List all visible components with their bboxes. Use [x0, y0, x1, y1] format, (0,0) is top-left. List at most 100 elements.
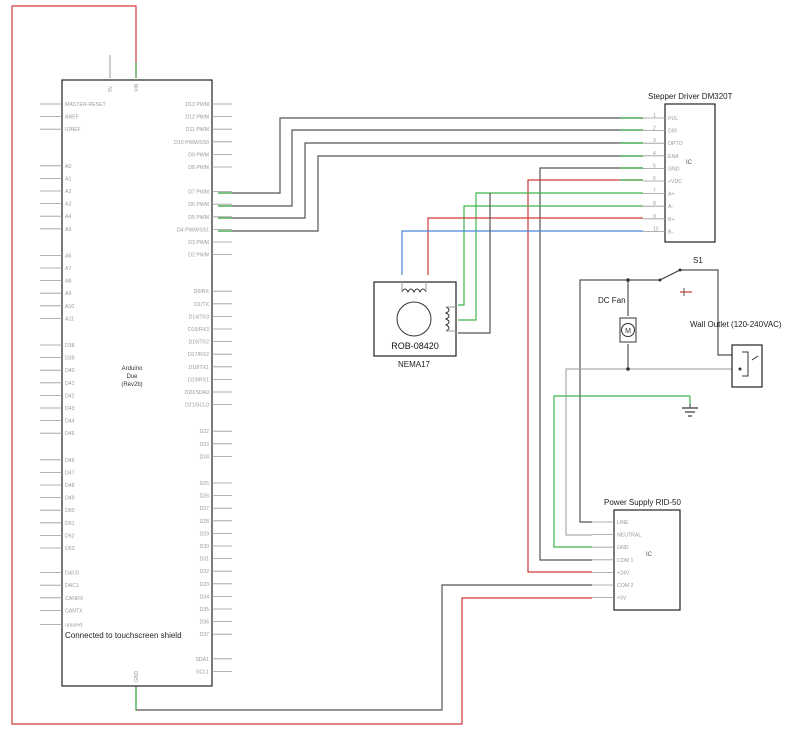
arduino-note: Connected to touchscreen shield	[65, 631, 182, 640]
switch-label: S1	[693, 256, 703, 265]
arduino-left-pin-label: D53	[65, 546, 75, 552]
arduino-top-pin-vin: VIN	[134, 83, 140, 92]
arduino-left-pin-label: A6	[65, 253, 71, 259]
driver-pin-label: A-	[668, 204, 673, 210]
ps-pin-label: GND	[617, 545, 629, 551]
arduino-right-pin-label: D14/TX3	[189, 314, 210, 320]
motor-coil-top	[401, 288, 427, 294]
arduino-left-pin-label: A10	[65, 304, 74, 310]
wires	[11, 5, 735, 725]
arduino-right-pin-label: D8 PWM	[188, 165, 209, 171]
driver-pin-label: B-	[668, 229, 673, 235]
ground-symbol	[682, 407, 698, 417]
arduino-left-pin-label: D48	[65, 483, 75, 489]
ps-pin-label: COM 1	[617, 558, 634, 564]
wall-outlet: Wall Outlet (120-240VAC)	[690, 320, 782, 388]
arduino-right-pin-label: D13 PWM	[185, 102, 209, 108]
driver-pin-label: A+	[668, 192, 675, 198]
driver-pin-number: 3	[653, 138, 656, 144]
arduino-left-pin-label: D51	[65, 521, 75, 527]
arduino-right-pin-label: D15/RX3	[188, 327, 209, 333]
wire-d4-ena	[218, 155, 643, 232]
stepper-motor: ROB-08420 NEMA17	[373, 281, 457, 369]
motor-label: ROB-08420	[391, 341, 439, 351]
ps-pin-label: +24V	[617, 570, 630, 576]
arduino-right-pin-label: D32	[199, 569, 209, 575]
driver-pin-number: 4	[653, 151, 656, 157]
driver-pin-number: 10	[653, 226, 659, 232]
arduino-left-pin-label: A7	[65, 266, 71, 272]
wire-d5-opto	[218, 142, 643, 219]
arduino-right-pin-label: D12 PWM	[185, 115, 209, 121]
driver-pin-label: ENA	[668, 154, 679, 160]
arduino-right-pin-label: D28	[199, 519, 209, 525]
arduino-top-pin-5v: 5V	[108, 85, 114, 92]
wire-motor-a-grey	[458, 193, 491, 334]
arduino-right-pin-label: SDA1	[195, 657, 209, 663]
switch-s1: S1	[658, 256, 703, 296]
arduino-right-pin-label: D23	[199, 442, 209, 448]
fan-symbol: M	[625, 328, 631, 335]
ps-pin-label: COM 2	[617, 583, 634, 589]
arduino-right-pin-label: D2 PWM	[188, 253, 209, 259]
arduino-left-pin-label: D50	[65, 508, 75, 514]
arduino-right-pin-label: D34	[199, 594, 209, 600]
arduino-left-pin-label: DAC0	[65, 571, 79, 577]
arduino-left-pin-label: unused	[65, 622, 82, 628]
arduino-right-pin-label: SCL1	[196, 669, 209, 675]
motor-name: NEMA17	[398, 360, 431, 369]
arduino-left-pin-label: A9	[65, 291, 71, 297]
arduino-right-pin-label: D22	[199, 429, 209, 435]
arduino-right-pin-label: D36	[199, 620, 209, 626]
arduino-right-pin-label: D27	[199, 506, 209, 512]
arduino-left-pin-label: A2	[65, 189, 71, 195]
arduino-right-pin-label: D16/TX2	[189, 340, 210, 346]
wire-switch-outlet	[680, 269, 735, 356]
arduino-left-pin-label: D40	[65, 368, 75, 374]
driver-pin-number: 6	[653, 176, 656, 182]
stepper-driver-title: Stepper Driver DM320T	[648, 92, 733, 101]
arduino-right-pin-label: D20/SDA0	[184, 390, 209, 396]
arduino-right-pin-label: D17/RX2	[188, 352, 209, 358]
arduino-left-pin-label: A1	[65, 176, 71, 182]
arduino-right-pin-label: D19/RX1	[188, 377, 209, 383]
arduino-left-pin-label: A5	[65, 227, 71, 233]
arduino-right-pin-label: D9 PWM	[188, 152, 209, 158]
driver-pin-number: 8	[653, 201, 656, 207]
wire-motor-b-minus	[401, 230, 643, 275]
arduino-left-pins: MASTER-RESETAREFIOREFA0A1A2A3A4A5A6A7A8A…	[40, 102, 106, 628]
arduino-board: 5V VIN GND MASTER-RESETAREFIOREFA0A1A2A3…	[40, 79, 232, 687]
ps-pin-label: +5V	[617, 596, 627, 602]
arduino-name-3: (Rev2b)	[121, 382, 142, 388]
arduino-right-pin-label: D37	[199, 632, 209, 638]
arduino-right-pin-label: D33	[199, 582, 209, 588]
arduino-right-pin-label: D10 PWM/SS0	[174, 140, 209, 146]
arduino-right-pin-label: D29	[199, 531, 209, 537]
wire-d7-pul	[218, 117, 643, 194]
arduino-left-pin-label: A8	[65, 279, 71, 285]
arduino-left-pin-label: A4	[65, 214, 71, 220]
driver-pin-number: 5	[653, 163, 656, 169]
power-supply: Power Supply RID-50 IC LINENEUTRALGNDCOM…	[592, 498, 681, 611]
arduino-right-pin-label: D30	[199, 544, 209, 550]
arduino-right-pin-label: D31	[199, 557, 209, 563]
arduino-left-pin-label: D47	[65, 470, 75, 476]
arduino-left-pin-label: D43	[65, 406, 75, 412]
arduino-right-pin-label: D5 PWM	[188, 215, 209, 221]
driver-pin-label: DIR	[668, 129, 677, 135]
arduino-left-pin-label: D46	[65, 458, 75, 464]
dc-fan: DC Fan M	[598, 278, 637, 371]
wire-ps-gnd	[553, 395, 690, 548]
arduino-right-pin-label: D6 PWM	[188, 202, 209, 208]
arduino-right-pin-label: D26	[199, 494, 209, 500]
wire-5v-red	[11, 5, 592, 725]
arduino-left-pin-label: CANTX	[65, 608, 83, 614]
arduino-right-pin-label: D35	[199, 607, 209, 613]
arduino-bottom-pin-gnd: GND	[134, 671, 140, 683]
driver-pin-label: OPTO	[668, 141, 683, 147]
driver-pin-number: 9	[653, 214, 656, 220]
